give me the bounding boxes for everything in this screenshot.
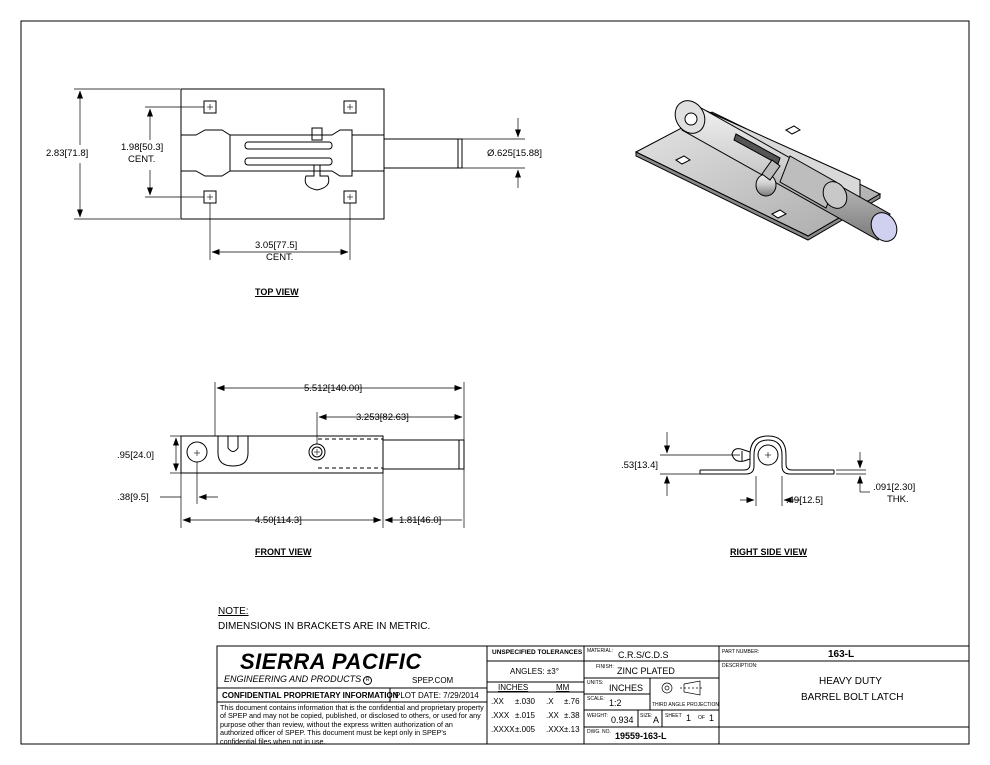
front-view-marks [194,449,320,456]
dim-front-overall: 5.512[140.00] [304,383,363,394]
tol-row-in-val: ±.015 [515,711,535,720]
confidential-text: This document contains information that … [220,703,484,746]
dim-top-height: 2.83[71.8] [46,148,89,159]
tol-row-in-val: ±.005 [515,725,535,734]
description-line-1: HEAVY DUTY [819,676,882,687]
right-side-marks [765,452,771,458]
isometric-view [634,100,898,242]
dim-top-cent-v-note: CENT. [128,154,156,165]
plot-date: PLOT DATE: 7/29/2014 [395,691,479,700]
registered-mark-icon: R [363,676,373,685]
sheet-value: 1 [686,713,692,723]
front-view-title: FRONT VIEW [255,547,312,557]
scale-label: SCALE: [587,696,605,702]
dwg-label: DWG. NO. [587,729,611,735]
weight-value: 0.934 [611,715,634,725]
right-side-dimensions [660,432,870,506]
tolerances-angles: ANGLES: ±3° [510,667,559,676]
dim-top-cent-v: 1.98[50.3] [121,142,164,153]
finish-value: ZINC PLATED [617,666,675,676]
weight-label: WEIGHT: [587,713,608,719]
dim-front-knob: 3.253[82.63] [356,412,409,423]
scale-value: 1:2 [609,698,622,708]
third-angle-projection-icon [661,680,704,696]
note-text: DIMENSIONS IN BRACKETS ARE IN METRIC. [218,621,431,632]
material-value: C.R.S/C.D.S [618,650,669,660]
dwg-value: 19559-163-L [615,731,667,741]
title-block-lines [216,645,970,745]
dim-front-hole: .38[9.5] [117,492,149,503]
sheet-border [20,20,970,745]
right-side-view-title: RIGHT SIDE VIEW [730,547,808,557]
confidential-label: CONFIDENTIAL PROPRIETARY INFORMATION [222,691,399,700]
dim-top-diameter: Ø.625[15.88] [487,148,542,159]
front-view [180,435,465,474]
top-view-dimensions [74,88,525,260]
size-value: A [653,715,660,725]
of-label: OF [698,715,705,721]
tolerances-mm-head: MM [556,683,570,692]
tol-row-in-fmt: .XXX [491,711,510,720]
description-line-2: BARREL BOLT LATCH [801,692,904,703]
part-label: PART NUMBER: [722,649,760,655]
dim-side-height: .53[13.4] [621,460,658,471]
description-label: DESCRIPTION: [722,663,758,669]
tolerances-inches-head: INCHES [498,683,529,692]
units-value: INCHES [609,683,644,693]
dim-side-width: .49[12.5] [786,495,823,506]
tol-row-mm-val: ±.38 [564,711,580,720]
company-website: SPEP.COM [412,676,454,685]
front-view-dimensions [160,382,465,528]
tol-row-mm-val: ±.76 [564,697,580,706]
top-view [180,88,463,220]
dim-top-cent-h-note: CENT. [266,252,294,263]
tol-row-mm-fmt: .XX [546,711,559,720]
tol-row-mm-fmt: .X [546,697,554,706]
note-heading: NOTE: [218,606,249,617]
tol-row-in-fmt: .XX [491,697,504,706]
tolerances-title: UNSPECIFIED TOLERANCES [492,649,583,656]
dim-front-bolt: 1.81[46.0] [399,515,442,526]
dim-side-thickness: .091[2.30] [873,482,916,493]
dim-front-height: .95[24.0] [117,450,154,461]
dim-top-cent-h: 3.05[77.5] [255,240,298,251]
top-view-title: TOP VIEW [255,287,299,297]
tol-row-in-val: ±.030 [515,697,535,706]
finish-label: FINISH: [596,664,614,670]
dim-side-thickness-note: THK. [887,494,909,505]
dim-front-plate: 4.50[114.3] [255,515,302,526]
tol-row-mm-fmt: .XXX [546,725,565,734]
part-number: 163-L [828,649,855,660]
sheet-label: SHEET [665,713,682,719]
projection-label: THIRD ANGLE PROJECTION [652,702,719,708]
company-name: SIERRA PACIFIC [240,649,422,674]
size-label: SIZE: [640,713,653,719]
of-value: 1 [709,713,715,723]
tol-row-in-fmt: .XXXX [491,725,515,734]
right-side-view [699,435,835,475]
tol-row-mm-val: ±.13 [564,725,580,734]
units-label: UNITS: [587,680,604,686]
material-label: MATERIAL: [587,648,614,654]
top-view-hole-marks [207,104,353,200]
